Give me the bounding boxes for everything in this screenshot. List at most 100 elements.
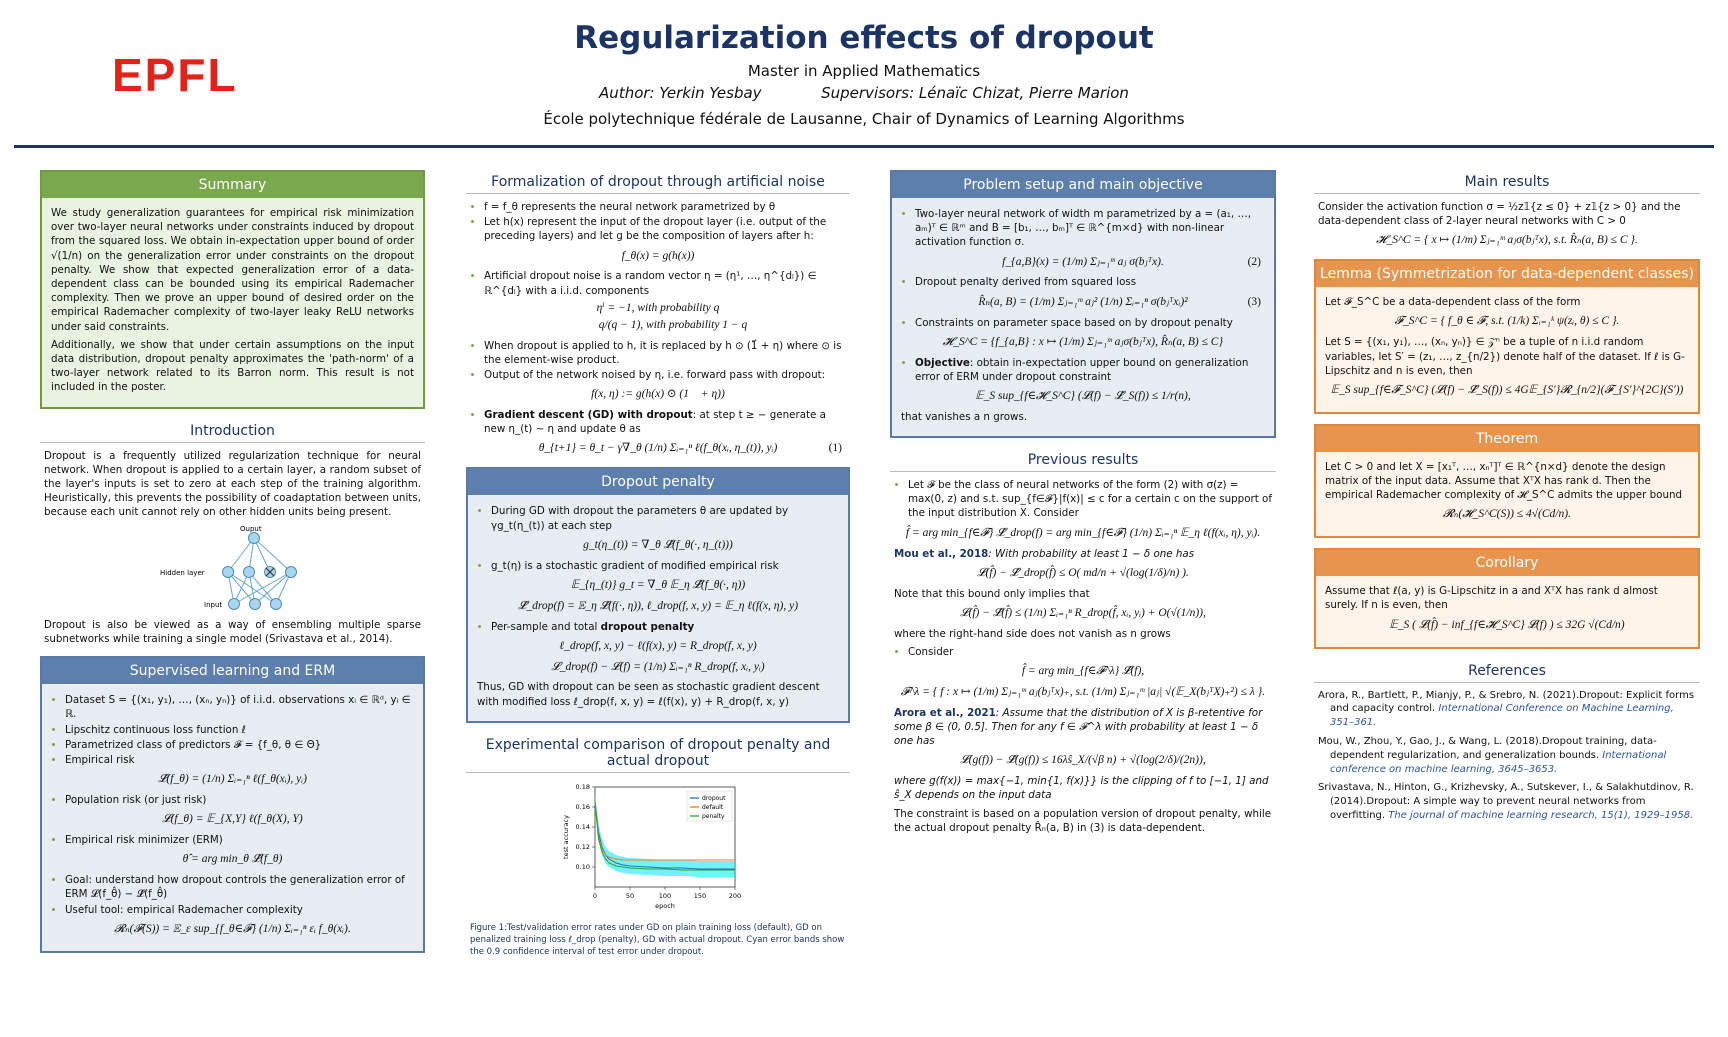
y-tick-label: 0.10: [576, 863, 590, 871]
references-title: References: [1314, 659, 1700, 683]
eq-number: (3): [1247, 295, 1261, 308]
eq-constraint-class: 𝓗_S^C = {f_{a,B} : x ↦ (1/m) Σⱼ₌₁ᵐ aⱼσ(b…: [942, 335, 1224, 348]
experiment-title: Experimental comparison of dropout penal…: [466, 733, 850, 773]
penalty-item: During GD with dropout the parameters θ …: [491, 504, 839, 532]
mou-text: : With probability at least 1 − δ one ha…: [988, 547, 1195, 560]
legend-label-penalty: penalty: [702, 813, 725, 820]
series-line-dropout: [594, 801, 735, 870]
reference-item: Mou, W., Zhou, Y., Gao, J., & Wang, L. (…: [1318, 735, 1696, 776]
eq-main-class: 𝓗_S^C = { x ↦ (1/m) Σⱼ₌₁ᵐ aⱼσ(bⱼᵀx), s.t…: [1376, 234, 1638, 247]
hidden-node: [222, 565, 234, 578]
eq-network-body: f_{a,B}(x) = (1/m) Σⱼ₌₁ᵐ aⱼ σ(bⱼᵀx).: [1002, 255, 1164, 268]
experiment-section: Experimental comparison of dropout penal…: [466, 733, 850, 959]
lemma-title: Lemma (Symmetrization for data-dependent…: [1316, 261, 1698, 288]
hidden-node: [243, 565, 255, 578]
supervised-item: Useful tool: empirical Rademacher comple…: [65, 903, 414, 917]
reference-text: Arora, R., Bartlett, P., Mianjy, P., & S…: [1318, 689, 1695, 715]
eq-corollary: 𝔼_S ( 𝓛(f̂) − inf_{f∈𝓗_S^C} 𝓛(f) ) ≤ 32G…: [1389, 618, 1625, 631]
supervised-box: Supervised learning and ERM Dataset S = …: [40, 656, 425, 953]
formalization-item: Let h(x) represent the input of the drop…: [484, 215, 846, 243]
summary-box: Summary We study generalization guarante…: [40, 170, 425, 409]
output-node: [248, 531, 260, 544]
theorem-text: Let C > 0 and let X = [x₁ᵀ, …, xₙᵀ]ᵀ ∈ ℝ…: [1325, 460, 1683, 502]
eq-penalty-4: ℓ_drop(f, x, y) − ℓ(f(x), y) = R_drop(f,…: [559, 639, 757, 652]
corollary-title: Corollary: [1316, 550, 1698, 577]
eq-number: (1): [828, 442, 842, 455]
corollary-text: Assume that ℓ(a, y) is G-Lipschitz in a …: [1325, 585, 1658, 612]
column-1: Summary We study generalization guarante…: [40, 170, 425, 963]
input-node: [270, 597, 282, 610]
summary-p1: We study generalization guarantees for e…: [51, 207, 414, 333]
x-axis-label: epoch: [655, 902, 675, 910]
legend-label-default: default: [702, 804, 724, 811]
eq-number: (2): [1247, 255, 1261, 268]
eq-noise-a: ηⁱ = −1, with probability q: [596, 301, 720, 314]
reference-venue[interactable]: The journal of machine learning research…: [1388, 809, 1694, 821]
poster-title: Regularization effects of dropout: [574, 20, 1154, 56]
input-node: [228, 597, 240, 610]
x-tick-label: 100: [659, 892, 671, 900]
x-tick-label: 150: [694, 892, 706, 900]
previous-item: Consider: [908, 645, 1272, 659]
eq-penalty-1: g_t(η_(t)) = ∇_θ 𝓛̂(f_θ(·, η_(t))): [583, 538, 733, 551]
problem-item: Objective: obtain in-expectation upper b…: [915, 356, 1265, 384]
dropped-cross: [265, 567, 275, 577]
eq-fhat-lambda: f̂ = arg min_{f∈𝓕^λ} 𝓛̂(f),: [1021, 665, 1145, 678]
formalization-item: Output of the network noised by η, i.e. …: [484, 368, 846, 382]
reference-venue[interactable]: International Conference on Machine Lear…: [1330, 703, 1674, 729]
eq-dropout-penalty: R̂ₙ(a, B) = (1/m) Σⱼ₌₁ᵐ aⱼ² (1/n) Σᵢ₌₁ⁿ …: [901, 295, 1265, 311]
y-axis-label: test accuracy: [562, 815, 570, 859]
objective-text: : obtain in-expectation upper bound on g…: [915, 356, 1249, 383]
reference-text: Mou, W., Zhou, Y., Gao, J., & Wang, L. (…: [1318, 735, 1657, 761]
gd-bold: Gradient descent (GD) with dropout: [484, 409, 693, 422]
x-tick-label: 50: [626, 892, 634, 900]
dropout-penalty-title: Dropout penalty: [468, 469, 848, 496]
epfl-logo: EPFL: [112, 49, 238, 101]
affiliation-line: École polytechnique fédérale de Lausanne…: [543, 110, 1185, 128]
supervised-item: Lipschitz continuous loss function ℓ: [65, 723, 414, 737]
theorem-box: Theorem Let C > 0 and let X = [x₁ᵀ, …, x…: [1314, 423, 1700, 539]
problem-title: Problem setup and main objective: [892, 172, 1274, 198]
hidden-node: [285, 565, 297, 578]
program-line: Master in Applied Mathematics: [747, 62, 981, 80]
reference-venue[interactable]: International conference on machine lear…: [1330, 749, 1667, 775]
eq-dropout-penalty-body: R̂ₙ(a, B) = (1/m) Σⱼ₌₁ᵐ aⱼ² (1/n) Σᵢ₌₁ⁿ …: [978, 295, 1188, 308]
column-3: Problem setup and main objective Two-lay…: [890, 170, 1276, 839]
main-results-text: Consider the activation function σ = ½z𝟙…: [1318, 201, 1681, 228]
introduction-title: Introduction: [40, 419, 425, 443]
output-label: Ouput: [240, 525, 262, 533]
eq-composition: f_θ(x) = g(h(x)): [621, 249, 695, 262]
eq-lemma-bound: 𝔼_S sup_{f∈𝓕_S^C} (𝓛(f) − 𝓛̂_S(f)) ≤ 4G𝔼…: [1330, 383, 1684, 396]
legend-label-dropout: dropout: [702, 795, 726, 802]
eq-objective: 𝔼_S sup_{f∈𝓗_S^C} (𝓛(f) − 𝓛̂_S(f)) ≤ 1/r…: [975, 390, 1191, 402]
formalization-item: Artificial dropout noise is a random vec…: [484, 269, 846, 297]
eq-erm: θ̂ = arg min_θ 𝓛̂(f_θ): [182, 853, 283, 866]
problem-item: Constraints on parameter space based on …: [915, 316, 1265, 330]
problem-item: Two-layer neural network of width m para…: [915, 207, 1265, 250]
eq-class-lambda: 𝓕^λ = { f : x ↦ (1/m) Σⱼ₌₁ᵐ aⱼ(bⱼᵀx)₊, s…: [900, 685, 1266, 698]
previous-title: Previous results: [890, 448, 1276, 473]
y-tick-label: 0.16: [576, 803, 590, 811]
reference-item: Srivastava, N., Hinton, G., Krizhevsky, …: [1318, 781, 1696, 822]
eq-network: f_{a,B}(x) = (1/m) Σⱼ₌₁ᵐ aⱼ σ(bⱼᵀx). (2): [901, 255, 1265, 271]
arora-bold: Arora et al., 2021: [894, 706, 996, 719]
penalty-conclusion: Thus, GD with dropout can be seen as sto…: [477, 681, 820, 708]
lemma-p2: Let S = {(x₁, y₁), …, (xₙ, yₙ)} ∈ 𝒵ⁿ be …: [1325, 336, 1685, 377]
mou-bold: Mou et al., 2018: [894, 547, 989, 560]
penalty-item: Per-sample and total dropout penalty: [491, 620, 839, 634]
eq-gd-body: θ_{t+1} = θ_t − γ∇_θ (1/n) Σᵢ₌₁ⁿ ℓ(f_θ(x…: [538, 442, 778, 455]
supervisors: Supervisors: Lénaïc Chizat, Pierre Mario…: [821, 84, 1129, 102]
summary-p2: Additionally, we show that under certain…: [51, 338, 414, 394]
formalization-item: Gradient descent (GD) with dropout: at s…: [484, 408, 846, 436]
eq-penalty-2: 𝔼_{η_(t)} g_t = ∇_θ 𝔼_η 𝓛̂(f_θ(·, η)): [570, 578, 746, 591]
eq-noise-b: q/(q − 1), with probability 1 − q: [598, 318, 748, 331]
penalty-bold: dropout penalty: [600, 620, 695, 633]
dropout-penalty-box: Dropout penalty During GD with dropout t…: [466, 467, 850, 723]
main-results-section: Main results Consider the activation fun…: [1314, 170, 1700, 249]
formalization-title: Formalization of dropout through artific…: [466, 170, 850, 194]
series-line-penalty: [594, 801, 735, 871]
references-section: References Arora, R., Bartlett, P., Mian…: [1314, 659, 1700, 823]
figure-caption: Figure 1:Test/validation error rates und…: [470, 923, 845, 957]
author-line: Author: Yerkin Yesbay Supervisors: Lénaï…: [0, 84, 1728, 102]
problem-item: Dropout penalty derived from squared los…: [915, 275, 1265, 289]
